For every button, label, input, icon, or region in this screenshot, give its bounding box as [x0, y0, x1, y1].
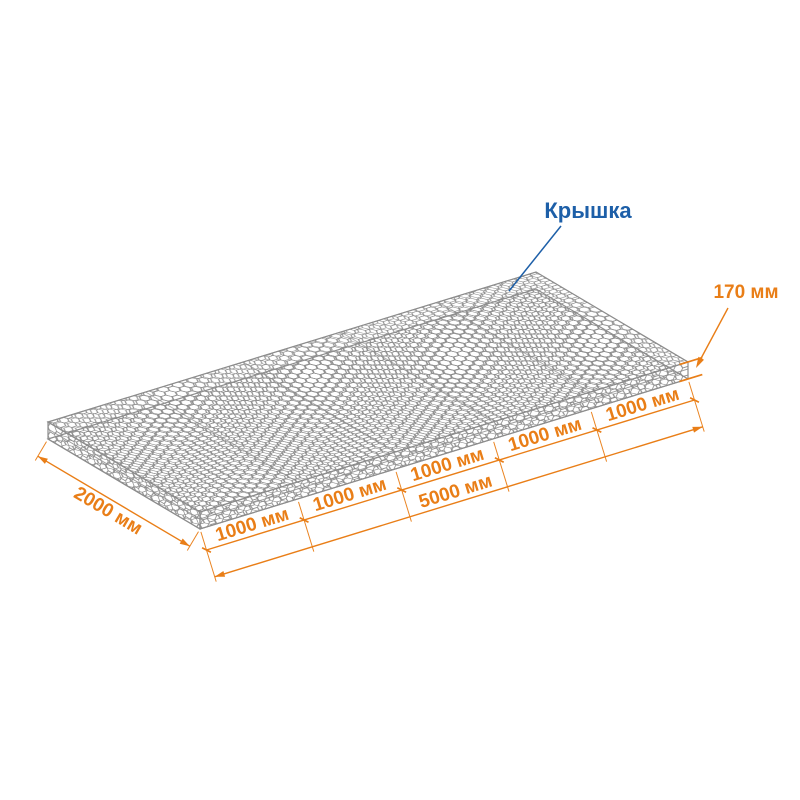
- segment-ext-line: [395, 471, 412, 522]
- width-dim-line: [37, 455, 191, 547]
- mattress-mesh: [46, 271, 690, 531]
- lid-callout: Крышка: [508, 198, 632, 292]
- segment-ext-line: [493, 441, 510, 492]
- total-dim-line: [214, 426, 703, 578]
- division-line: [242, 361, 396, 453]
- division-line: [145, 391, 298, 483]
- lid-leader-line: [508, 225, 562, 292]
- total-arrowhead-end: [692, 426, 703, 433]
- thickness-label: 170 мм: [713, 282, 778, 303]
- division-line: [438, 301, 591, 393]
- width-ext-line: [186, 531, 199, 551]
- segment-tick: [299, 516, 309, 524]
- total-arrowhead-start: [214, 571, 226, 577]
- mesh-rim-edge: [47, 368, 689, 520]
- thickness-dimension: 170 мм: [679, 282, 779, 383]
- segment-tick: [592, 426, 602, 434]
- segment-tick: [689, 396, 700, 404]
- segment-tick: [494, 456, 505, 464]
- thickness-arrow-line: [697, 307, 729, 365]
- segment-ext-line: [590, 411, 608, 462]
- segment-ext-line: [688, 381, 705, 432]
- thickness-tick-bottom: [679, 373, 703, 383]
- width-arrowhead-end: [179, 538, 190, 547]
- segment-tick: [201, 546, 212, 554]
- width-label: 2000 мм: [70, 483, 146, 540]
- segment-tick: [396, 486, 407, 494]
- width-arrowhead-start: [37, 456, 48, 464]
- lid-label: Крышка: [544, 198, 632, 223]
- thickness-arrowhead: [696, 356, 704, 368]
- segment-ext-line: [200, 531, 217, 582]
- width-ext-line: [34, 441, 47, 461]
- segment-dim-line: [206, 399, 695, 551]
- division-line: [340, 331, 494, 423]
- segment-ext-line: [298, 501, 315, 552]
